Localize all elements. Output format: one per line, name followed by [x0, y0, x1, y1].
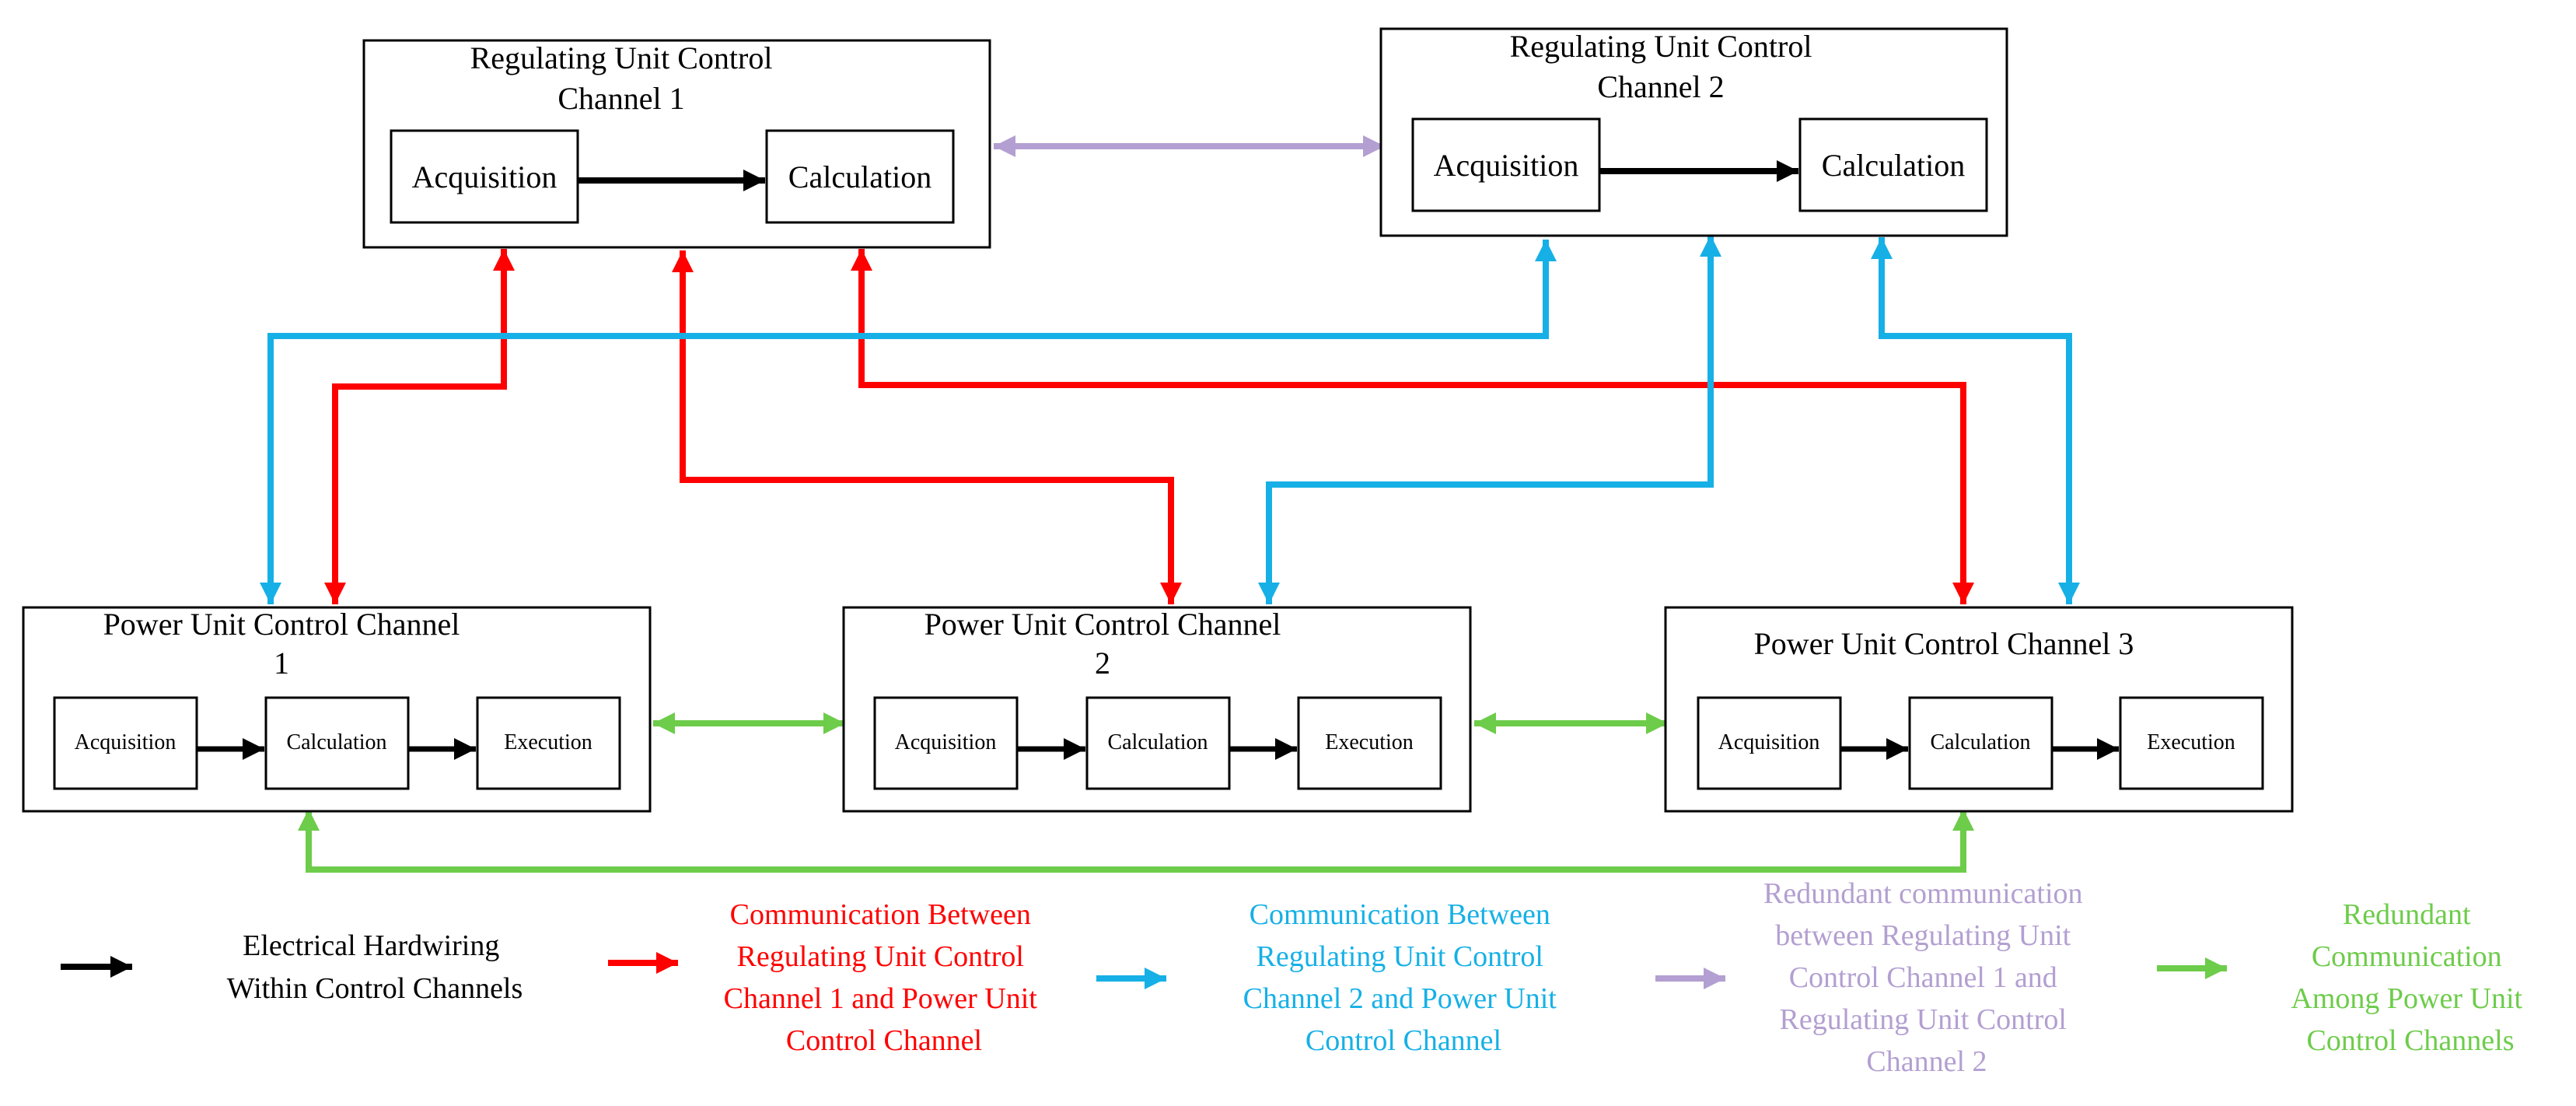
- power-unit-2-acquisition-label: Acquisition: [895, 730, 997, 754]
- power-unit-channel-2: Power Unit Control Channel 2 Acquisition…: [842, 606, 1472, 813]
- legend-ch1-to-power-text: Communication Between Regulating Unit Co…: [724, 898, 1045, 1057]
- power-unit-2-title-line1: Power Unit Control Channel: [924, 607, 1281, 642]
- regulating-unit-1-title-line2: Channel 1: [557, 81, 684, 116]
- power-unit-3-title-line1: Power Unit Control Channel 3: [1754, 626, 2134, 661]
- regulating-unit-1-calculation-box: [765, 129, 955, 224]
- power-unit-1-execution-label: Execution: [504, 730, 592, 754]
- power-unit-3-acquisition-label: Acquisition: [1718, 730, 1820, 754]
- link-ch1-to-power-3: [851, 249, 1974, 604]
- power-unit-channel-3: Power Unit Control Channel 3 Acquisition…: [1664, 606, 2294, 813]
- power-unit-2-calculation-box: [1085, 696, 1231, 790]
- regulating-unit-1-calculation-label: Calculation: [788, 159, 931, 194]
- regulating-unit-2-title-line1: Regulating Unit Control: [1510, 29, 1812, 64]
- legend: Electrical Hardwiring Within Control Cha…: [61, 877, 2529, 1078]
- power-unit-2-execution-box: [1297, 696, 1442, 790]
- regulating-unit-2-acquisition-box: [1411, 117, 1601, 212]
- regulating-unit-2-calculation-box: [1798, 117, 1988, 212]
- power-unit-1-title-line2: 1: [274, 646, 289, 681]
- regulating-unit-1-acquisition-label: Acquisition: [412, 159, 557, 194]
- regulating-unit-2-title-line2: Channel 2: [1597, 69, 1724, 104]
- regulating-unit-channel-2: Regulating Unit Control Channel 2 Acquis…: [1379, 27, 2008, 237]
- link-power-1-to-3: [298, 809, 1974, 873]
- link-ch2-to-power-1: [260, 240, 1557, 604]
- power-unit-2-execution-label: Execution: [1325, 730, 1414, 754]
- power-unit-1-title-line1: Power Unit Control Channel: [103, 607, 460, 642]
- power-unit-1-acquisition-box: [53, 696, 198, 790]
- power-unit-1-acquisition-label: Acquisition: [75, 730, 177, 754]
- link-ch2-to-power-3: [1871, 237, 2080, 604]
- legend-regulating-redundant-text: Redundant communication between Regulati…: [1763, 877, 2090, 1078]
- power-unit-2-calculation-label: Calculation: [1107, 730, 1208, 754]
- power-unit-channel-1: Power Unit Control Channel 1 Acquisition…: [22, 606, 652, 813]
- link-ch2-to-power-2: [1258, 235, 1721, 604]
- regulating-unit-1-title-line1: Regulating Unit Control: [470, 40, 773, 75]
- regulating-unit-2-calculation-label: Calculation: [1822, 148, 1965, 183]
- power-unit-2-title-line2: 2: [1095, 646, 1110, 681]
- power-unit-3-calculation-label: Calculation: [1930, 730, 2030, 754]
- power-unit-1-calculation-label: Calculation: [286, 730, 386, 754]
- power-unit-3-execution-box: [2119, 696, 2264, 790]
- link-ch1-to-power-1: [324, 249, 515, 604]
- legend-ch2-to-power-text: Communication Between Regulating Unit Co…: [1243, 898, 1564, 1057]
- power-unit-1-execution-box: [476, 696, 621, 790]
- power-unit-3-calculation-box: [1908, 696, 2053, 790]
- connection-links: [260, 135, 2080, 873]
- power-unit-3-acquisition-box: [1697, 696, 1842, 790]
- legend-hardwiring-text: Electrical Hardwiring Within Control Cha…: [227, 929, 523, 1005]
- power-unit-2-acquisition-box: [873, 696, 1019, 790]
- regulating-unit-1-acquisition-box: [390, 129, 579, 224]
- power-unit-3-execution-label: Execution: [2147, 730, 2235, 754]
- legend-power-redundant-text: Redundant Communication Among Power Unit…: [2291, 898, 2529, 1057]
- regulating-unit-channel-1: Regulating Unit Control Channel 1 Acquis…: [362, 39, 991, 249]
- regulating-unit-2-acquisition-label: Acquisition: [1434, 148, 1579, 183]
- power-unit-1-calculation-box: [264, 696, 410, 790]
- link-ch1-to-power-2: [672, 250, 1182, 604]
